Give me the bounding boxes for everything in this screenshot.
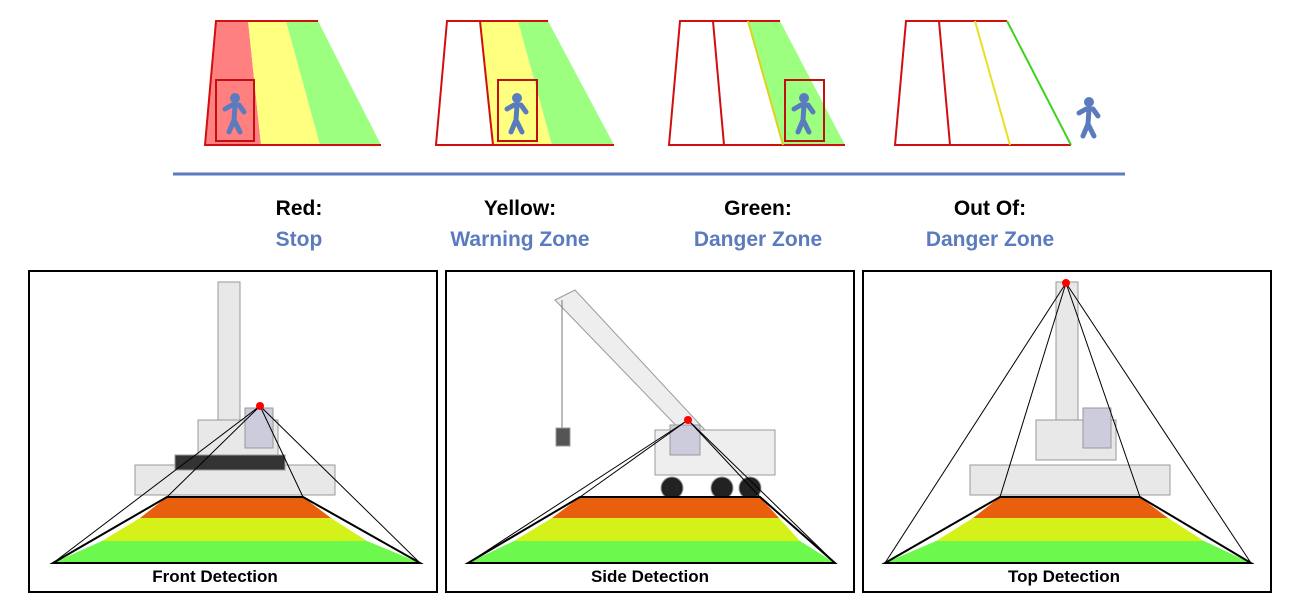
zone-green-diagram xyxy=(667,20,845,146)
zone-subtitle: Warning Zone xyxy=(450,228,590,251)
person-icon xyxy=(1079,97,1098,136)
zone-title: Out Of: xyxy=(953,197,1027,220)
zone-subtitle: Stop xyxy=(275,228,323,251)
zone-title: Yellow: xyxy=(483,197,557,220)
camera-dot xyxy=(1062,279,1070,287)
side-panel-frame xyxy=(445,270,855,593)
camera-dot xyxy=(256,402,264,410)
zone-label-out: Out Of: Danger Zone xyxy=(870,193,1110,255)
crane-side-image xyxy=(554,289,776,500)
zone-label-yellow: Yellow: Warning Zone xyxy=(400,193,640,255)
zone-yellow-diagram xyxy=(434,20,614,146)
top-zone xyxy=(881,279,1255,564)
zone-subtitle: Danger Zone xyxy=(693,228,823,251)
side-zone xyxy=(464,416,838,564)
zone-label-red: Red: Stop xyxy=(179,193,419,255)
zone-subtitle: Danger Zone xyxy=(925,228,1055,251)
zone-title: Green: xyxy=(724,197,792,220)
top-detection-caption: Top Detection xyxy=(1007,567,1121,586)
crane-front-image xyxy=(134,281,336,496)
front-panel-frame xyxy=(28,270,438,593)
crane-top-image xyxy=(969,281,1171,496)
front-detection-caption: Front Detection xyxy=(152,567,278,586)
camera-dot xyxy=(684,416,692,424)
zone-label-green: Green: Danger Zone xyxy=(638,193,878,255)
zone-out-diagram xyxy=(893,20,1098,146)
top-panel-frame xyxy=(862,270,1272,593)
zone-red-diagram xyxy=(203,20,381,146)
front-zone xyxy=(49,402,424,564)
side-detection-caption: Side Detection xyxy=(590,567,710,586)
zone-title: Red: xyxy=(275,197,323,220)
